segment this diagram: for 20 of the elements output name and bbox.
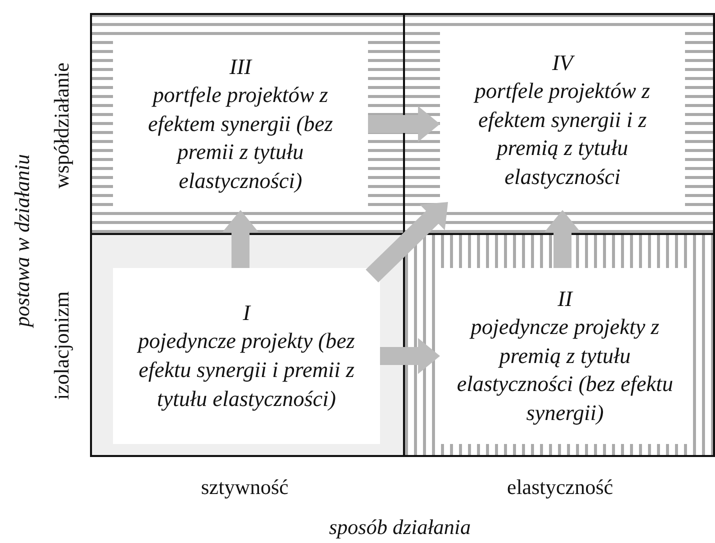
quadrant-panel <box>113 268 380 444</box>
column-label: elastyczność <box>507 474 614 500</box>
quadrant-numeral: I <box>242 298 250 327</box>
block-arrow <box>544 210 580 268</box>
quadrant-description: pojedyncze projekty z premią z tytułu elastyczności (bez efektu synergii) <box>456 313 674 427</box>
row-label: izolacjonizm <box>50 290 75 400</box>
block-arrow <box>380 338 440 374</box>
column-label: sztywność <box>201 474 288 500</box>
block-arrow <box>368 106 440 142</box>
quadrant-description: pojedyncze projekty (bez efektu synergii i premii z tytułu elastyczności) <box>136 327 356 413</box>
block-arrow <box>222 210 258 268</box>
quadrant-description: portfele projektów z efektem synergii i z premią z tytułu elastyczności <box>472 77 652 191</box>
quadrant-numeral: III <box>230 52 252 81</box>
axis-title: postawa w działaniu <box>9 154 34 326</box>
block-arrow <box>366 202 448 282</box>
quadrant-numeral: II <box>558 284 572 313</box>
row-label: współdziałanie <box>49 62 74 188</box>
axis-title: sposób działania <box>329 514 471 540</box>
quadrant-numeral: IV <box>552 48 573 77</box>
quadrant-description: portfele projektów z efektem synergii (bez premii z tytułu elastyczności) <box>147 81 334 195</box>
